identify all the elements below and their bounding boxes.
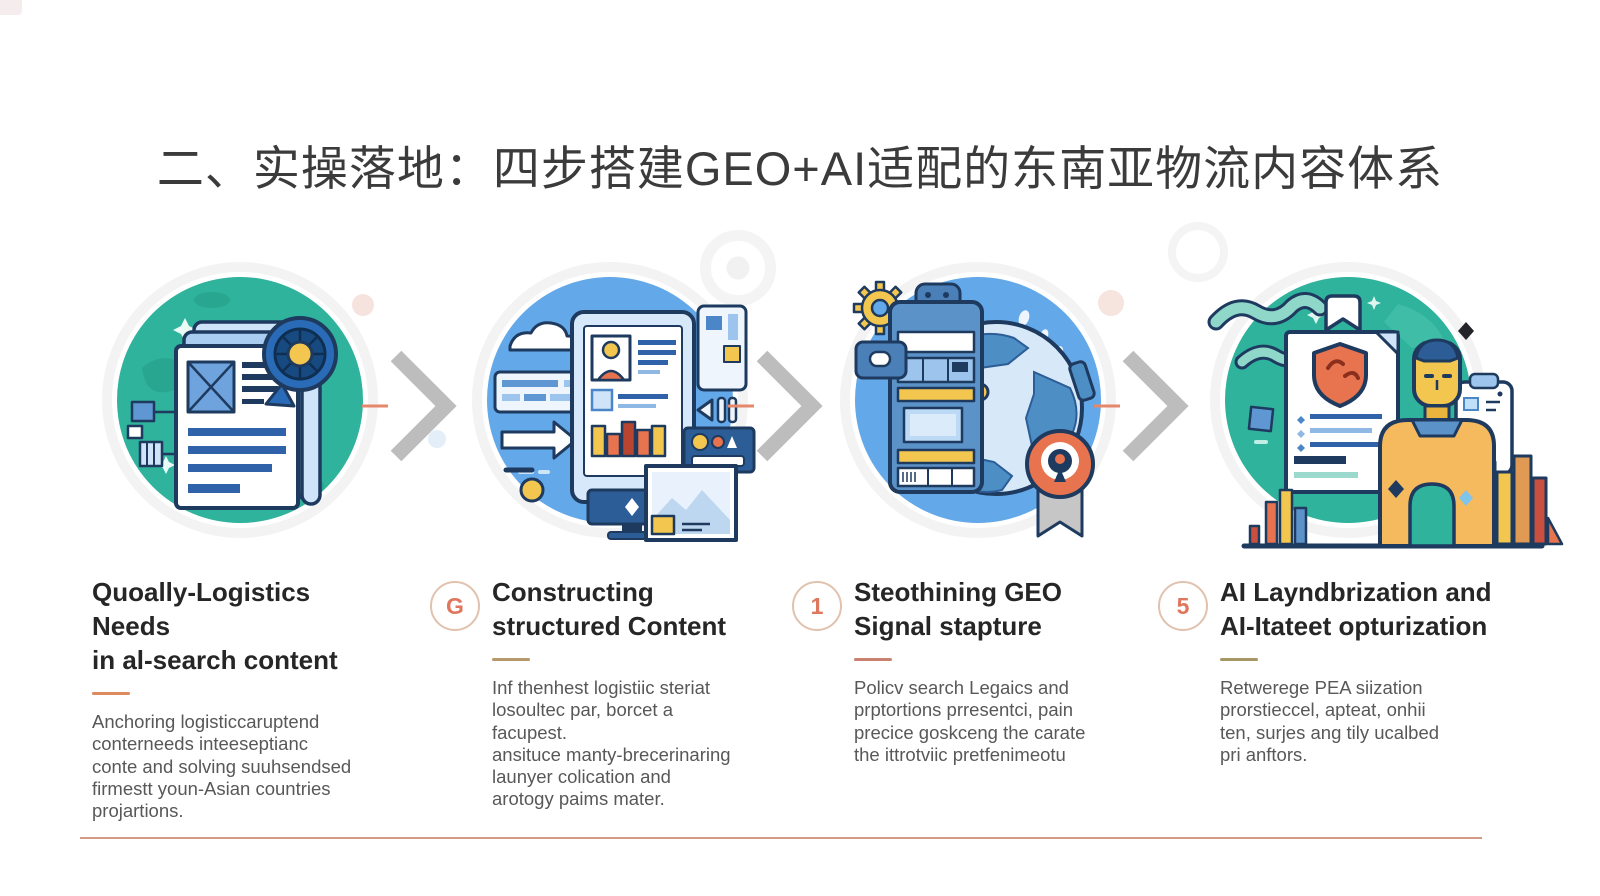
person-document-icon <box>1207 262 1564 549</box>
person-icon <box>1378 338 1496 548</box>
step-3-badge: 1 <box>792 581 842 631</box>
tablet-icon <box>570 310 696 504</box>
step-2-heading: Constructing structured Content <box>492 577 726 641</box>
sparkle-icon <box>173 318 197 342</box>
globe-machine-award-icon <box>840 262 1116 538</box>
target-seal-icon <box>262 316 338 408</box>
step-3-body: Policv search Legaics and prptortions pr… <box>854 677 1086 765</box>
step-1-underline <box>92 692 130 695</box>
step-2-underline <box>492 658 530 661</box>
step-4-badge: 5 <box>1158 581 1208 631</box>
step-1-body: Anchoring logisticcaruptend conterneeds … <box>92 711 352 822</box>
media-controls-icon <box>696 396 738 424</box>
page-title: 二、实操落地：四步搭建GEO+AI适配的东南亚物流内容体系 <box>156 142 1444 196</box>
step-arrow-icon <box>1094 350 1189 462</box>
step-arrow-icon <box>728 350 823 462</box>
step-4-body: Retwerege PEA siization prorstieccel, ap… <box>1220 677 1440 765</box>
sparkle-icon <box>157 456 175 474</box>
faint-dot-ornament <box>428 430 446 448</box>
step-1-text-block: Quoally-Logistics Needs in al-search con… <box>92 575 392 822</box>
award-ribbon-icon <box>1025 429 1095 538</box>
step-2-badge: G <box>430 581 480 631</box>
step-4-heading: AI Layndbrization and AI-Itateet opturiz… <box>1220 577 1492 641</box>
faint-dot-ornament <box>1098 290 1124 316</box>
person-document-illustration <box>1198 250 1564 550</box>
camera-box-icon <box>854 340 908 380</box>
faint-ring-ornament <box>1168 222 1228 282</box>
step-3-heading: Steothining GEO Signal stapture <box>854 577 1062 641</box>
step-3-text-block: 1 Steothining GEO Signal stapture Policv… <box>792 575 1122 766</box>
block-arrow-icon <box>500 420 578 460</box>
small-bars-icon <box>1248 488 1308 546</box>
globe-machine-award-illustration <box>828 250 1128 550</box>
diamond-ornament-icon <box>1458 322 1474 340</box>
side-card-icon <box>696 304 748 392</box>
step-4-underline <box>1220 658 1258 661</box>
sparkle-icon <box>1367 296 1381 310</box>
square-ornament-icon <box>1247 405 1275 433</box>
step-3-underline <box>854 658 892 661</box>
step-4-text-block: 5 AI Layndbrization and AI-Itateet optur… <box>1158 575 1503 766</box>
image-card-icon <box>644 464 738 542</box>
step-arrow-icon <box>362 350 457 462</box>
tablet-profile-icon <box>472 262 756 542</box>
step-1-heading: Quoally-Logistics Needs in al-search con… <box>92 577 338 675</box>
tablet-profile-illustration <box>460 250 760 550</box>
step-2-body: Inf thenhest logistiic steriat losoultec… <box>492 677 731 810</box>
corner-artifact <box>0 0 22 15</box>
data-machine-icon <box>888 282 984 494</box>
keyboard-card-icon <box>493 370 585 414</box>
bottom-divider-line <box>80 837 1482 839</box>
article-document-icon <box>174 344 300 510</box>
shield-document-icon <box>1284 294 1400 494</box>
faint-dot-ornament <box>352 294 374 316</box>
faint-ring-ornament <box>700 230 776 306</box>
documents-seal-icon <box>102 262 378 538</box>
yellow-dot-icon <box>519 477 545 503</box>
flow-squares-icon <box>126 400 178 468</box>
step-2-text-block: G Constructing structured Content Inf th… <box>430 575 750 811</box>
documents-seal-illustration <box>90 250 390 550</box>
